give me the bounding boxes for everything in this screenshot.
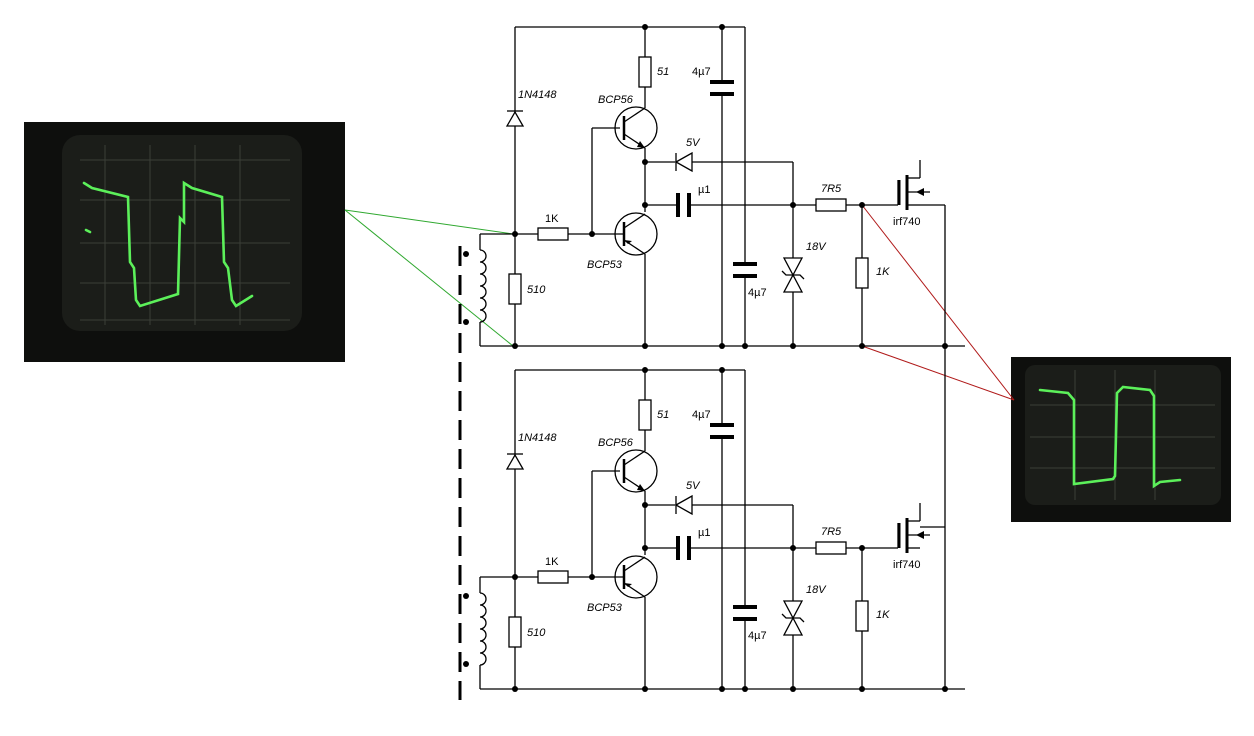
label-diode: 1N4148 — [518, 432, 557, 444]
label-r1k-base: 1K — [545, 213, 559, 225]
label-z5v: 5V — [686, 480, 701, 492]
driver-stage-top: 1N4148 BCP56 BCP53 51 1K 510 4µ7 4µ7 µ1 … — [478, 22, 967, 351]
right-oscilloscope-photo — [1011, 357, 1231, 522]
label-r51: 51 — [657, 409, 669, 421]
label-r1k-base: 1K — [545, 556, 559, 568]
label-c4u7-a: 4µ7 — [692, 66, 711, 78]
label-mosfet: irf740 — [893, 559, 921, 571]
probe-lines — [344, 204, 1015, 401]
label-bcp53: BCP53 — [587, 602, 623, 614]
left-oscilloscope-photo — [24, 122, 345, 362]
left-scope-trace — [82, 180, 254, 308]
label-mosfet: irf740 — [893, 216, 921, 228]
driver-stage-bottom: 1N4148 BCP56 BCP53 51 1K 510 4µ7 4µ7 µ1 … — [478, 365, 967, 694]
label-z18v: 18V — [806, 584, 827, 596]
label-c4u7-a: 4µ7 — [692, 409, 711, 421]
label-z5v: 5V — [686, 137, 701, 149]
label-cu1: µ1 — [698, 184, 710, 196]
label-z18v: 18V — [806, 241, 827, 253]
label-diode: 1N4148 — [518, 89, 557, 101]
label-cu1: µ1 — [698, 527, 710, 539]
label-c4u7-b: 4µ7 — [748, 287, 767, 299]
label-bcp53: BCP53 — [587, 259, 623, 271]
label-bcp56: BCP56 — [598, 437, 634, 449]
label-r1k-gate: 1K — [876, 266, 890, 278]
label-r51: 51 — [657, 66, 669, 78]
label-c4u7-b: 4µ7 — [748, 630, 767, 642]
label-r510: 510 — [527, 627, 546, 639]
label-r7r5: 7R5 — [821, 526, 842, 538]
label-r510: 510 — [527, 284, 546, 296]
label-r1k-gate: 1K — [876, 609, 890, 621]
label-bcp56: BCP56 — [598, 94, 634, 106]
label-r7r5: 7R5 — [821, 183, 842, 195]
right-scope-trace — [1038, 385, 1182, 489]
